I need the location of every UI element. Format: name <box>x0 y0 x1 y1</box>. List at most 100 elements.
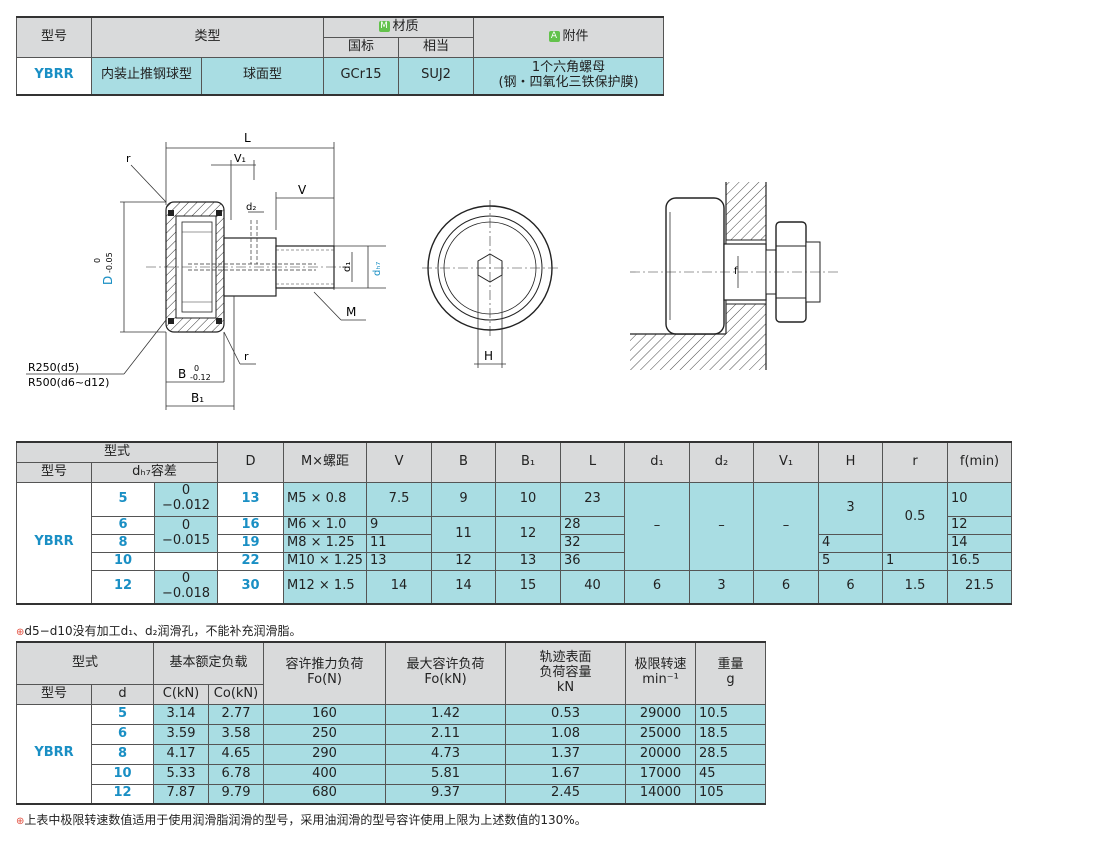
spec-d1: 6 <box>624 569 691 605</box>
load-T: 2.45 <box>505 783 627 805</box>
load-C0: 9.79 <box>208 783 265 805</box>
load-S: 29000 <box>625 703 697 725</box>
spec-header-V: V <box>366 441 433 483</box>
spec-header-form: 型式 <box>15 441 219 463</box>
load-F1: 290 <box>263 743 387 765</box>
spec-B1-68: 12 <box>495 515 562 553</box>
header-model: 型号 <box>16 16 92 58</box>
load-header-basic: 基本额定负载 <box>153 641 265 685</box>
spec-H-56: 3 <box>818 481 884 535</box>
load-F2: 9.37 <box>385 783 507 805</box>
load-C0: 3.58 <box>208 723 265 745</box>
load-d: 12 <box>90 783 155 805</box>
spec-header-L: L <box>560 441 626 483</box>
spec-header-B: B <box>431 441 497 483</box>
spec-V: 14 <box>366 569 433 605</box>
table-row: YBRR 5 3.14 2.77 160 1.42 0.53 29000 10.… <box>16 703 767 805</box>
spec-B: 12 <box>431 551 497 571</box>
spec-header-B1: B₁ <box>495 441 562 483</box>
spec-header-model: 型号 <box>16 461 92 483</box>
header-equiv: 相当 <box>398 36 475 58</box>
spec-f: 12 <box>947 515 1013 535</box>
load-F1: 250 <box>263 723 387 745</box>
spec-L: 28 <box>560 515 626 535</box>
dim-B-tol-lo: -0.12 <box>190 373 211 382</box>
load-S: 17000 <box>625 763 697 785</box>
dim-R1: R250(d5) <box>28 361 79 374</box>
load-model: YBRR <box>16 703 92 805</box>
spec-tol: 0−0.015 <box>153 515 219 553</box>
spec-D: 22 <box>217 551 285 571</box>
load-W: 18.5 <box>695 723 767 745</box>
load-F1: 680 <box>263 783 387 805</box>
spec-r: 1 <box>882 551 949 571</box>
spec-header-dtol: dₕ₇容差 <box>90 461 219 483</box>
load-T: 1.67 <box>505 763 627 785</box>
spec-M: M8 × 1.25 <box>283 533 368 553</box>
dim-M: M <box>346 305 356 319</box>
note-mark-icon: ⊕ <box>16 816 25 827</box>
spec-V: 9 <box>366 515 433 535</box>
load-F2: 1.42 <box>385 703 507 725</box>
spec-r-568: 0.5 <box>882 481 949 553</box>
load-F1: 160 <box>263 703 387 725</box>
spec-header-r: r <box>882 441 949 483</box>
spec-header-M: M×螺距 <box>283 441 368 483</box>
header-type: 类型 <box>90 16 325 58</box>
load-header-d: d <box>90 683 155 705</box>
spec-model: YBRR <box>16 481 92 605</box>
load-F2: 5.81 <box>385 763 507 785</box>
spec-header-H: H <box>818 441 884 483</box>
spec-header-d1: d₁ <box>624 441 691 483</box>
dim-H: H <box>484 349 493 363</box>
load-C0: 6.78 <box>208 763 265 785</box>
spec-D: 16 <box>217 515 285 535</box>
spec-f: 16.5 <box>947 551 1013 571</box>
spec-d: 10 <box>91 551 155 571</box>
spec-f: 21.5 <box>947 569 1013 605</box>
dim-V1: V₁ <box>234 152 246 165</box>
spec-L: 32 <box>560 533 626 553</box>
load-W: 45 <box>695 763 767 785</box>
spec-d: 8 <box>91 533 155 553</box>
note-1: ⊕d5−d10没有加工d₁、d₂润滑孔，不能补充润滑脂。 <box>16 624 302 638</box>
spec-r: 1.5 <box>882 569 949 605</box>
load-d: 10 <box>90 763 155 785</box>
load-F2: 2.11 <box>385 723 507 745</box>
spec-M: M10 × 1.25 <box>283 551 368 571</box>
load-header-C: C(kN) <box>153 683 210 705</box>
table-row: 12 0−0.018 30 M12 × 1.5 14 14 15 40 6 3 … <box>17 569 1013 605</box>
table-row: 10 22 M10 × 1.25 13 12 13 36 5 1 16.5 <box>17 551 1013 571</box>
spec-H: 5 <box>818 551 884 571</box>
dim-D-tol-lo: -0.05 <box>105 252 114 273</box>
spec-tol-empty <box>153 551 219 571</box>
std-cell: GCr15 <box>323 56 400 96</box>
load-d: 6 <box>90 723 155 745</box>
type1-cell: 内装止推钢球型 <box>91 56 202 96</box>
load-d: 5 <box>90 703 155 725</box>
dim-D-tol-up: 0 <box>93 258 102 263</box>
spec-d2: 3 <box>689 569 755 605</box>
dim-dh7: dₕ₇ <box>372 262 383 276</box>
spec-d: 5 <box>91 481 155 517</box>
spec-V1-dash: – <box>753 481 820 571</box>
dim-r-bottom: r <box>244 350 249 363</box>
type2-cell: 球面型 <box>200 56 325 96</box>
spec-header-D: D <box>217 441 285 483</box>
spec-B: 9 <box>431 481 497 517</box>
spec-B-68: 11 <box>431 515 497 553</box>
spec-L: 23 <box>560 481 626 517</box>
spec-V1: 6 <box>753 569 820 605</box>
load-header-model: 型号 <box>16 683 92 705</box>
spec-M: M5 × 0.8 <box>283 481 368 517</box>
load-d: 8 <box>90 743 155 765</box>
spec-table: 型式 D M×螺距 V B B₁ L d₁ d₂ V₁ H r f(min) 型… <box>15 441 1013 605</box>
dim-d2: d₂ <box>246 202 256 213</box>
load-header-C0: Co(kN) <box>208 683 265 705</box>
dim-B: B <box>178 367 186 381</box>
table-row: 10 5.33 6.78 400 5.81 1.67 17000 45 <box>17 763 767 785</box>
